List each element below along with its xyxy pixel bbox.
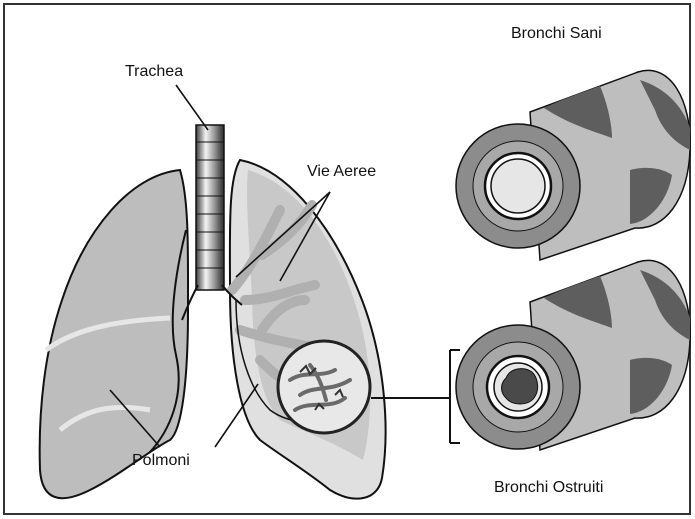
lungs-label: Polmoni [132, 453, 190, 469]
obstructed-bronchi-label: Bronchi Ostruiti [494, 480, 603, 496]
magnifier-circle [278, 341, 370, 433]
airways-label: Vie Aeree [307, 164, 376, 180]
trachea-tube [196, 125, 224, 290]
trachea-label: Trachea [125, 64, 183, 80]
healthy-lumen [491, 159, 545, 213]
healthy-bronchi-label: Bronchi Sani [511, 26, 602, 42]
